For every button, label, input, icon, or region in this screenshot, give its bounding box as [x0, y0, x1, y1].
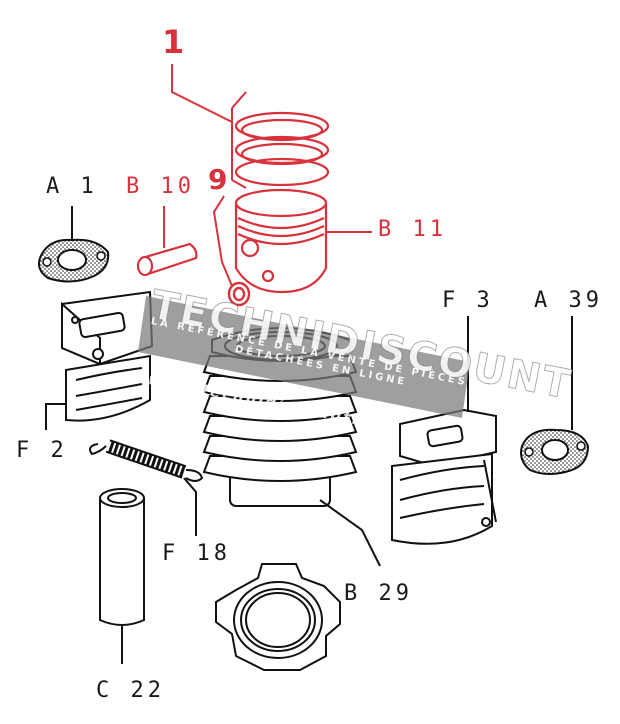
circlip	[227, 281, 251, 307]
callout-b29: B 29	[344, 581, 413, 606]
callout-f3: F 3	[442, 288, 494, 313]
callout-9: 9	[208, 163, 228, 196]
leader-f2	[45, 403, 66, 430]
leader-f18	[183, 477, 197, 536]
callout-f18: F 18	[162, 541, 231, 566]
piston-rings	[234, 111, 330, 187]
callout-b11: B 11	[378, 217, 447, 242]
spring-f18	[89, 439, 204, 482]
gasket-a1	[38, 238, 110, 283]
deflector-f2	[61, 290, 154, 422]
leader-b29	[319, 499, 381, 567]
leader-1	[171, 64, 247, 189]
leader-9	[212, 195, 233, 287]
sleeve-c22	[99, 488, 145, 626]
callout-c22: C 22	[96, 678, 165, 703]
watermark-band	[138, 296, 470, 418]
callout-f2: F 2	[16, 438, 68, 463]
piston	[234, 188, 328, 294]
piston-pin	[136, 242, 198, 277]
callout-a39: A 39	[534, 288, 603, 313]
callout-1: 1	[162, 23, 185, 61]
deflector-f3	[391, 408, 497, 545]
gasket-a39	[520, 428, 590, 475]
callout-a1: A 1	[46, 174, 98, 199]
callout-b10: B 10	[126, 174, 195, 199]
ring-nut	[215, 563, 341, 671]
